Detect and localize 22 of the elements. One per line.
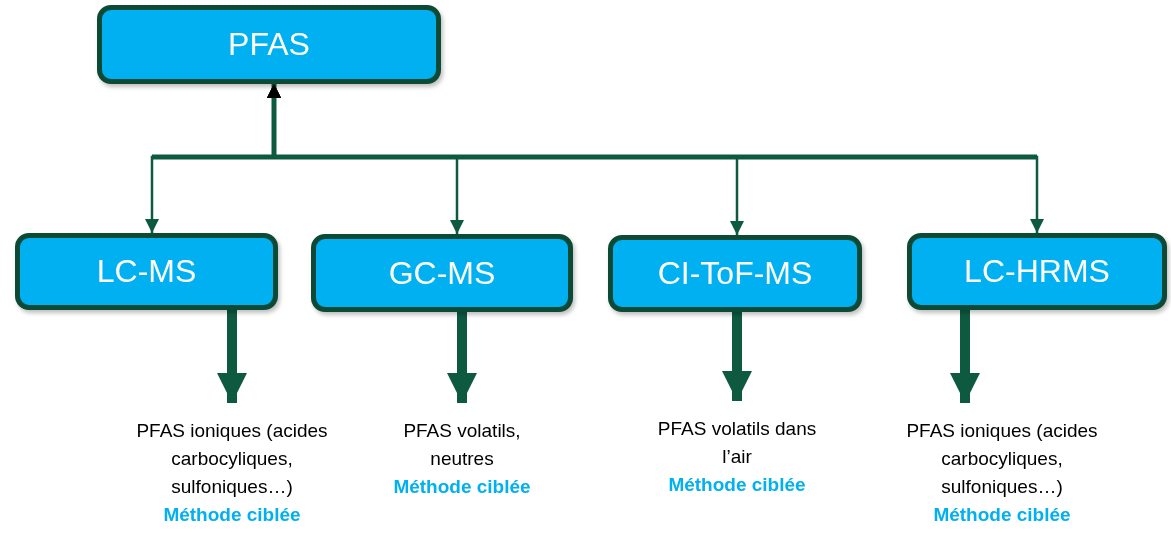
box-label: PFAS xyxy=(228,26,310,63)
arrow xyxy=(217,310,247,403)
method-box xyxy=(608,235,862,312)
box-label: LC-HRMS xyxy=(964,253,1110,290)
method-note: Méthode ciblée xyxy=(393,475,531,499)
box-label: LC-MS xyxy=(96,253,197,290)
result-text: PFAS ioniques (acides carbocyliques, sulfoniques…) xyxy=(135,419,329,499)
box-label: GC-MS xyxy=(388,254,496,292)
method-box xyxy=(97,5,441,84)
result-text: PFAS volatils, neutres xyxy=(402,419,522,471)
method-box xyxy=(15,233,278,310)
method-note: Méthode ciblée xyxy=(933,503,1071,527)
method-note: Méthode ciblée xyxy=(163,503,301,527)
method-note: Méthode ciblée xyxy=(668,473,806,497)
result-text: PFAS ioniques (acides carbocyliques, sulfoniques…) xyxy=(905,419,1099,499)
arrow xyxy=(950,310,980,403)
arrow xyxy=(722,312,752,401)
arrow xyxy=(447,312,477,403)
method-box xyxy=(311,234,573,312)
box-label: CI-ToF-MS xyxy=(657,255,813,292)
method-box xyxy=(907,233,1167,310)
result-text: PFAS volatils dans l’air xyxy=(656,417,818,469)
